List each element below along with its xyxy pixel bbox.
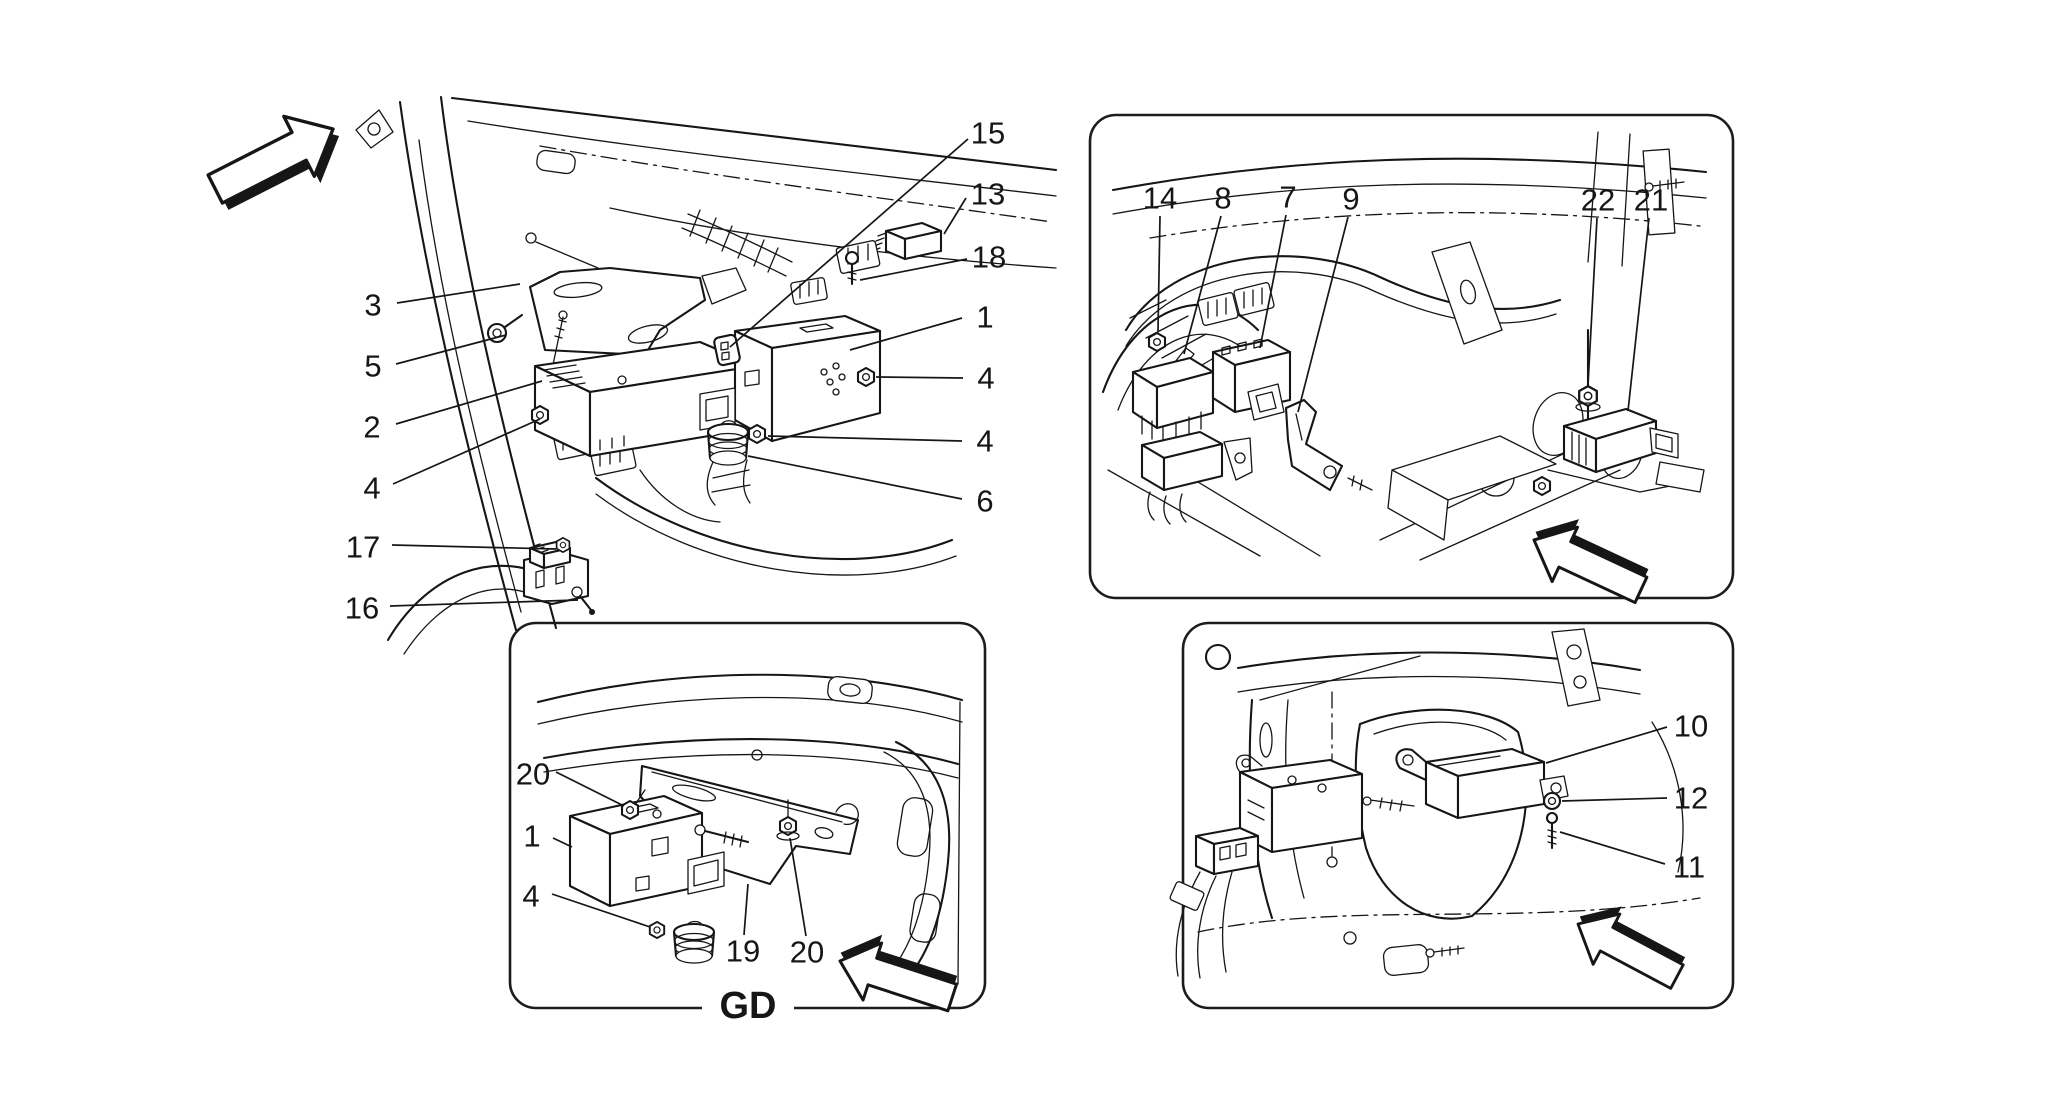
connector-plate-15	[713, 333, 741, 367]
connector-block-left	[1140, 430, 1253, 525]
leader-top_right-7	[1259, 214, 1287, 349]
mounting-bracket-3	[528, 266, 747, 409]
connector-13	[790, 240, 881, 305]
callout-top_right-14: 14	[1143, 181, 1177, 216]
callout-top_left-2: 2	[363, 410, 380, 445]
view-front-compartment	[355, 95, 1058, 655]
sensor-21	[1532, 407, 1705, 497]
fasteners-gd	[620, 789, 800, 964]
washer-12	[1542, 791, 1562, 811]
callout-top_left-4: 4	[977, 361, 994, 396]
view-quarter-panel	[1169, 628, 1701, 979]
quarter-body-sketch	[1197, 628, 1701, 976]
callout-bottom_right-12: 12	[1674, 781, 1708, 816]
screw-18	[844, 250, 860, 286]
view-door-gd: GD	[536, 673, 964, 1027]
leader-top_left-4	[767, 435, 963, 442]
trunk-body-sketch	[1101, 131, 1708, 561]
leader-top_left-6	[747, 455, 963, 500]
grommet-6	[706, 420, 750, 466]
panel-border-bottom-right	[1181, 621, 1735, 1010]
callout-top_left-18: 18	[972, 240, 1006, 275]
mount-bracket-16-17	[522, 536, 595, 615]
callout-top_right-8: 8	[1214, 181, 1231, 216]
leader-bottom_right-11	[1559, 831, 1666, 865]
leader-top_right-22	[1587, 217, 1598, 386]
nut-4-right	[856, 366, 876, 388]
leader-top_left-13	[943, 197, 967, 235]
callout-bottom_left-20: 20	[790, 935, 824, 970]
callout-top_left-16: 16	[345, 591, 379, 626]
callout-top_left-4: 4	[363, 471, 380, 506]
leader-top_left-17	[391, 544, 557, 550]
leader-bottom_right-12	[1561, 797, 1668, 802]
ecu-module-10	[1395, 747, 1569, 820]
ecu-box-gd	[568, 794, 725, 908]
nut-14	[1147, 331, 1167, 353]
leader-top_right-9	[1297, 216, 1349, 413]
leader-bottom_left-4	[551, 893, 651, 928]
callout-top_right-7: 7	[1279, 180, 1296, 215]
leader-top_left-2	[395, 380, 543, 425]
callout-top_left-15: 15	[971, 116, 1005, 151]
view-trunk-compartment	[1101, 131, 1708, 561]
direction-arrow-icon-top_right-0	[1518, 503, 1659, 619]
callout-top_left-5: 5	[364, 349, 381, 384]
relay-7	[1211, 338, 1292, 421]
relay-13	[871, 221, 943, 261]
direction-arrow-icon-top_left-0	[198, 96, 356, 229]
bracket-9	[1284, 398, 1373, 492]
callout-top_left-4: 4	[976, 424, 993, 459]
ecu-module-lower	[1169, 754, 1415, 979]
leader-bottom_left-19	[743, 883, 749, 936]
leader-top_left-15	[729, 138, 969, 348]
leader-top_left-4	[875, 376, 964, 379]
leader-top_left-16	[389, 599, 579, 607]
leader-top_left-4	[392, 418, 541, 485]
nut-4-grommet	[747, 423, 767, 445]
gd-variant-label: GD	[720, 985, 777, 1027]
leader-top_left-18	[859, 258, 968, 281]
screw-11	[1545, 811, 1559, 850]
callout-bottom_left-20: 20	[516, 757, 550, 792]
callout-bottom_left-19: 19	[726, 934, 760, 969]
leader-bottom_left-1	[552, 837, 573, 848]
callout-top_left-6: 6	[976, 484, 993, 519]
leader-bottom_right-10	[1545, 726, 1668, 764]
ecu-box-1	[699, 314, 882, 443]
direction-arrow-icon-bottom_left-0	[827, 922, 966, 1028]
leader-top_right-14	[1157, 215, 1161, 332]
callout-top_left-3: 3	[364, 288, 381, 323]
leader-top_left-5	[395, 334, 507, 365]
direction-arrow-icon-bottom_right-0	[1561, 889, 1696, 1004]
connectors-above	[1197, 282, 1275, 326]
leader-top_right-8	[1183, 215, 1222, 355]
callout-bottom_right-10: 10	[1674, 709, 1708, 744]
leader-top_left-1	[849, 317, 963, 351]
leader-bottom_left-20	[789, 837, 807, 937]
door-body-sketch	[536, 673, 964, 986]
callout-top_right-9: 9	[1342, 182, 1359, 217]
screw-5	[486, 313, 524, 344]
callout-bottom_left-4: 4	[522, 879, 539, 914]
leader-bottom_left-20	[555, 771, 625, 807]
leader-top_left-3	[396, 283, 521, 304]
callout-bottom_left-1: 1	[523, 819, 540, 854]
callout-top_left-1: 1	[976, 300, 993, 335]
callout-top_right-22: 22	[1581, 183, 1615, 218]
callout-bottom_right-11: 11	[1673, 850, 1705, 885]
callout-top_left-13: 13	[971, 177, 1005, 212]
relay-8	[1131, 347, 1215, 444]
callout-top_left-17: 17	[346, 530, 380, 565]
leader-top_right-21	[1627, 217, 1650, 412]
callout-top_right-21: 21	[1634, 183, 1668, 218]
panel-border-top-right	[1088, 113, 1735, 600]
gd-label-mask	[702, 986, 794, 1026]
